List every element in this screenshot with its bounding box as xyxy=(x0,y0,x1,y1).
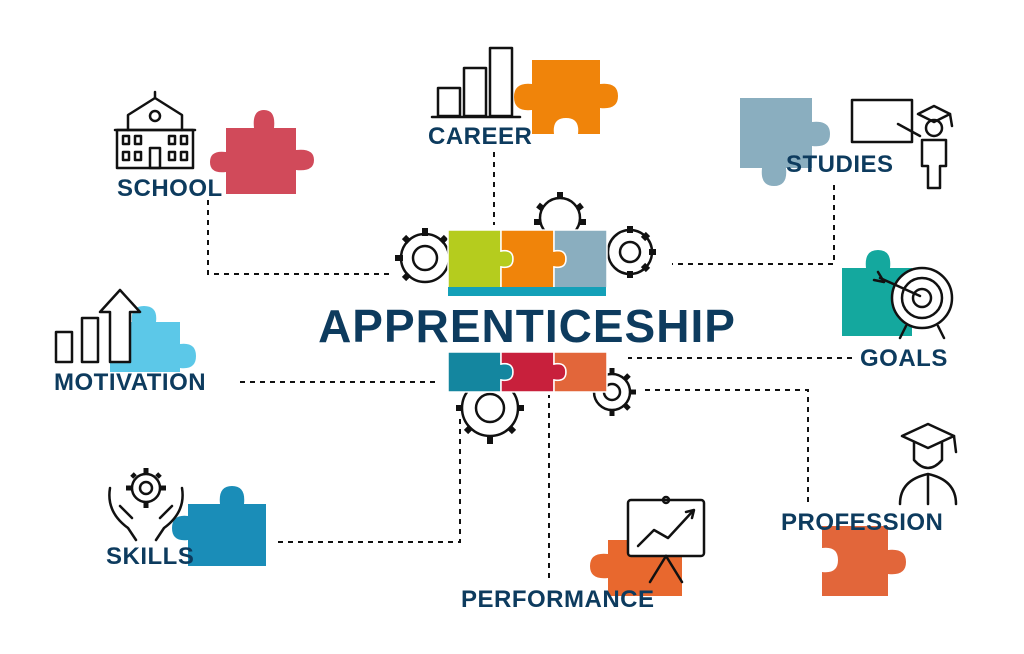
node-studies: STUDIES xyxy=(740,98,954,190)
connectors xyxy=(207,152,852,578)
central-puzzle-bottom xyxy=(447,351,608,393)
node-skills: SKILLS xyxy=(106,468,266,570)
node-performance: PERFORMANCE xyxy=(461,495,706,613)
node-label: SKILLS xyxy=(106,543,194,570)
graduate-teaching-icon xyxy=(850,98,954,190)
gear-icon xyxy=(395,228,451,284)
node-profession: PROFESSION xyxy=(781,422,958,596)
accent-stripe xyxy=(448,287,606,296)
growth-arrow-icon xyxy=(54,288,142,364)
central-puzzle-piece xyxy=(553,229,608,289)
central-puzzle-top xyxy=(447,229,608,289)
connector-studies xyxy=(672,185,835,265)
node-label: PERFORMANCE xyxy=(461,586,655,613)
central-cluster: APPRENTICESHIP xyxy=(318,192,736,444)
presentation-chart-icon xyxy=(626,495,706,584)
bar-chart-icon xyxy=(430,46,522,119)
node-label: SCHOOL xyxy=(117,175,223,202)
puzzle-piece xyxy=(110,306,196,372)
target-arrow-icon xyxy=(872,266,954,340)
node-label: PROFESSION xyxy=(781,509,943,536)
node-label: CAREER xyxy=(428,123,532,150)
central-puzzle-piece xyxy=(553,351,608,393)
hands-gear-icon xyxy=(108,468,184,542)
puzzle-piece xyxy=(514,60,618,134)
connector-skills xyxy=(278,418,461,543)
puzzle-piece xyxy=(172,486,266,566)
connector-profession xyxy=(640,389,809,502)
connector-school xyxy=(207,200,390,275)
puzzle-piece xyxy=(822,526,906,596)
node-career: CAREER xyxy=(428,46,618,150)
node-label: STUDIES xyxy=(786,151,894,178)
diagram-title: APPRENTICESHIP xyxy=(318,300,736,352)
gear-icon xyxy=(534,192,586,240)
school-building-icon xyxy=(113,90,197,170)
gear-icon xyxy=(606,226,656,278)
node-goals: GOALS xyxy=(842,250,954,372)
puzzle-piece xyxy=(740,98,830,186)
graduate-person-icon xyxy=(898,422,958,506)
puzzle-piece xyxy=(842,250,912,336)
node-label: MOTIVATION xyxy=(54,369,206,396)
node-school: SCHOOL xyxy=(113,90,314,202)
node-label: GOALS xyxy=(860,345,948,372)
puzzle-piece xyxy=(210,110,314,194)
gear-icon xyxy=(456,378,524,444)
node-motivation: MOTIVATION xyxy=(54,288,206,396)
